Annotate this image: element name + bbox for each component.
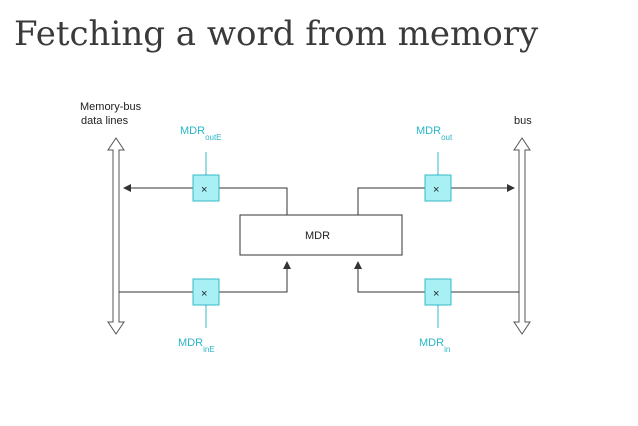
mdr-register-label: MDR [305,230,330,242]
slide-title: Fetching a word from memory [14,14,539,54]
svg-text:×: × [433,288,439,300]
wire-top-right [357,184,515,215]
wire-bottom-right [354,261,519,293]
svg-text:×: × [433,184,439,196]
label-mdr-ine: MDRinE [178,337,215,354]
label-mdr-oute: MDRoutE [180,125,222,142]
memory-bus-label-2: data lines [81,115,129,127]
svg-text:×: × [201,184,207,196]
label-mdr-out: MDRout [416,125,453,142]
gate-mdr-ine: × [192,278,220,306]
wire-top-left [123,184,288,215]
label-mdr-in: MDRin [419,337,450,354]
memory-bus-arrow [107,137,125,335]
memory-bus-label: Memory-bus [80,101,142,113]
processor-bus-arrow [513,137,531,335]
mdr-register [239,214,403,256]
svg-text:×: × [201,288,207,300]
bus-label: bus [514,115,532,127]
gate-mdr-out: × [424,174,452,202]
gate-mdr-in: × [424,278,452,306]
gate-mdr-oute: × [192,174,220,202]
wire-bottom-left [119,261,291,293]
